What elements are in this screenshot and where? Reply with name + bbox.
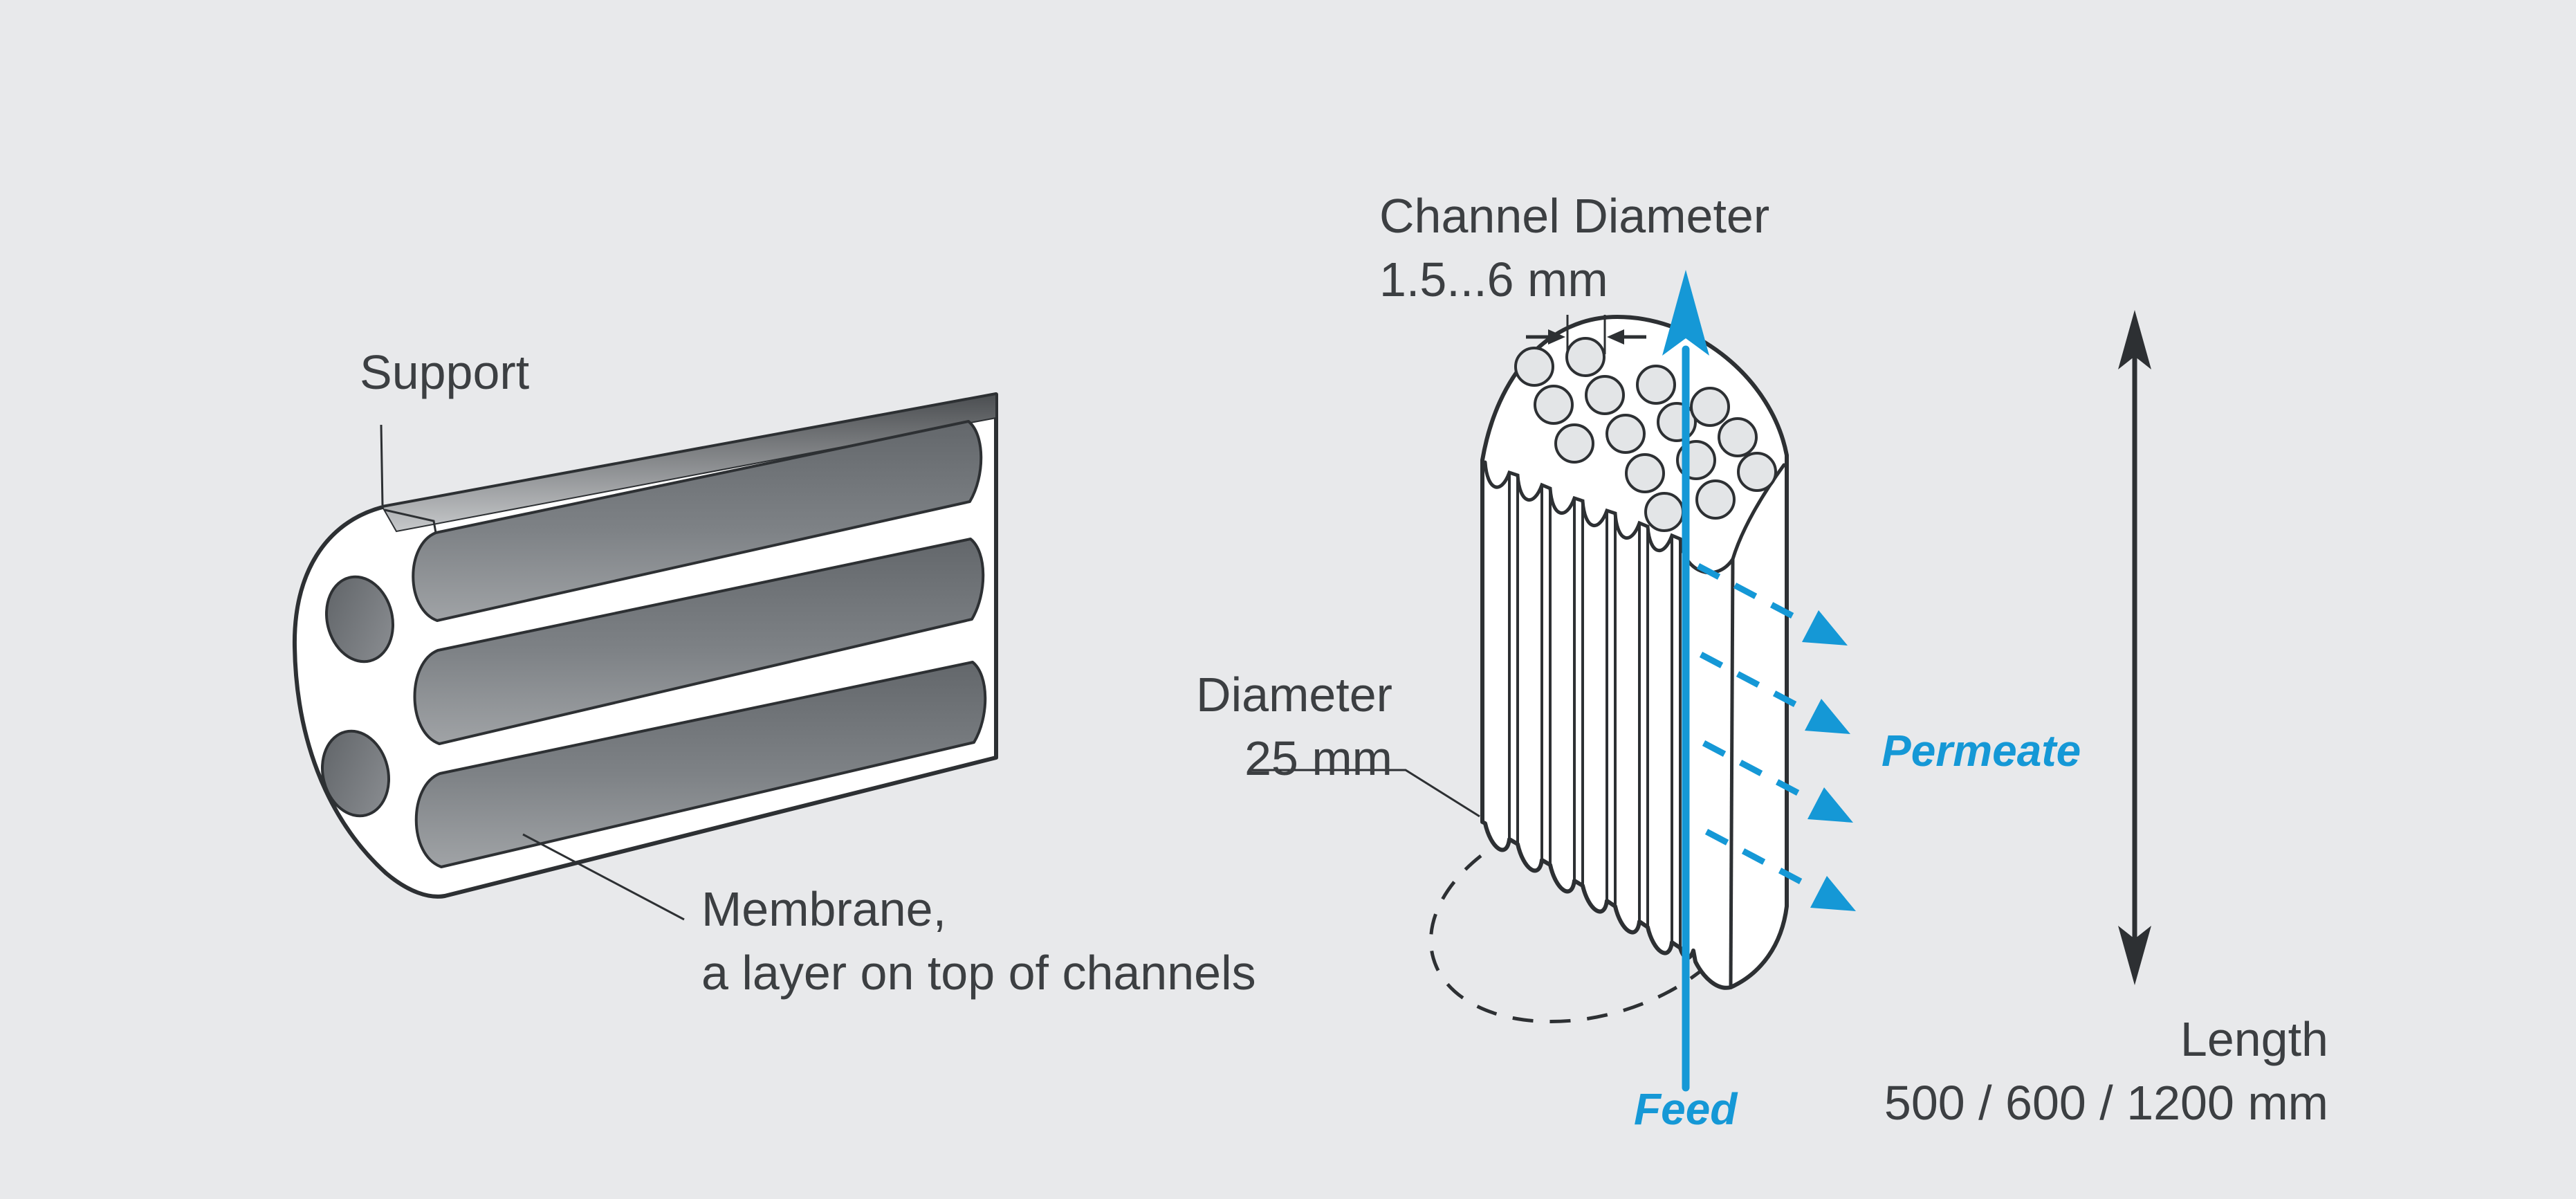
permeate-label-text: Permeate <box>1882 726 2081 776</box>
dimension-arrowhead-left-icon <box>1607 329 1624 345</box>
feed-arrow-icon <box>1662 270 1709 1092</box>
cap-joint-line <box>384 509 437 533</box>
diameter-label: Diameter 25 mm <box>1196 663 1392 790</box>
length-line1: Length <box>2180 1012 2328 1066</box>
support-label: Support <box>360 340 529 404</box>
length-line2: 500 / 600 / 1200 mm <box>1884 1076 2328 1130</box>
support-cutaway-illustration <box>292 392 998 921</box>
permeate-arrows <box>1696 563 1856 911</box>
channel-diameter-line2: 1.5...6 mm <box>1379 253 1608 306</box>
permeate-label: Permeate <box>1882 726 2081 775</box>
channel-diameter-dimension <box>1526 315 1646 354</box>
feed-label-text: Feed <box>1634 1084 1738 1134</box>
support-label-text: Support <box>360 345 530 399</box>
permeate-arrow-icon <box>1704 829 1856 911</box>
permeate-arrow-icon <box>1699 652 1850 734</box>
support-leader-line <box>380 424 384 506</box>
membrane-leader-line <box>522 833 685 921</box>
permeate-arrow-icon <box>1702 740 1853 823</box>
diameter-line1: Diameter <box>1196 668 1392 722</box>
cut-wedge-edge <box>1729 558 1735 987</box>
feed-label: Feed <box>1634 1085 1737 1133</box>
flute-lines <box>1508 473 1682 948</box>
end-cap-hole-lower <box>320 729 391 818</box>
permeate-arrow-icon <box>1696 563 1848 646</box>
dimension-arrowhead-right-icon <box>1548 329 1565 345</box>
length-dimension-arrow-icon <box>2118 310 2151 985</box>
channel-groove-bottom <box>414 661 987 868</box>
end-cap-hole-upper <box>324 575 395 663</box>
diameter-line2: 25 mm <box>1244 731 1392 785</box>
length-label: Length 500 / 600 / 1200 mm <box>1884 1007 2328 1135</box>
membrane-label: Membrane, a layer on top of channels <box>701 877 1256 1005</box>
channel-diameter-label: Channel Diameter 1.5...6 mm <box>1379 184 1769 311</box>
support-top-surface <box>381 393 997 533</box>
channel-groove-top <box>412 420 983 622</box>
channel-diameter-line1: Channel Diameter <box>1379 189 1770 243</box>
membrane-line2: a layer on top of channels <box>701 946 1256 1000</box>
diameter-leader-line <box>1250 769 1480 818</box>
channel-groove-middle <box>413 538 985 745</box>
membrane-line1: Membrane, <box>701 882 947 936</box>
